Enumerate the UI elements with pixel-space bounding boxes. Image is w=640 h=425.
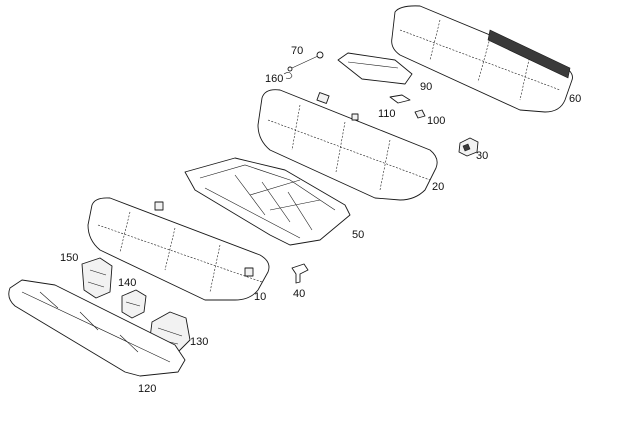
part-20-seat-cushion[interactable] xyxy=(257,89,438,201)
callout-90: 90 xyxy=(420,81,432,93)
callout-40: 40 xyxy=(293,288,305,300)
callout-140: 140 xyxy=(118,277,136,289)
callout-70: 70 xyxy=(291,45,303,57)
callout-130: 130 xyxy=(190,336,208,348)
part-90-cover-panel[interactable] xyxy=(337,52,413,85)
part-110-pad[interactable] xyxy=(389,94,411,104)
callout-20: 20 xyxy=(432,181,444,193)
part-60-backrest-cushion[interactable] xyxy=(391,5,573,113)
callout-50: 50 xyxy=(352,229,364,241)
callout-150: 150 xyxy=(60,252,78,264)
part-140-bracket[interactable] xyxy=(121,289,147,319)
callout-160: 160 xyxy=(265,73,283,85)
part-50-seat-frame[interactable] xyxy=(184,157,351,246)
part-100-clip[interactable] xyxy=(414,109,426,119)
part-30-bracket[interactable] xyxy=(458,137,479,157)
callout-100: 100 xyxy=(427,115,445,127)
part-40-clip[interactable] xyxy=(291,263,309,284)
part-10-seat-cushion[interactable] xyxy=(87,197,270,301)
callout-60: 60 xyxy=(569,93,581,105)
part-150-bracket[interactable] xyxy=(81,257,113,299)
callout-120: 120 xyxy=(138,383,156,395)
callout-30: 30 xyxy=(476,150,488,162)
part-120-base-frame[interactable] xyxy=(8,279,186,377)
callout-110: 110 xyxy=(378,108,396,120)
callout-10: 10 xyxy=(254,291,266,303)
part-160-clip[interactable] xyxy=(283,72,293,79)
part-70-cable[interactable] xyxy=(287,51,324,72)
